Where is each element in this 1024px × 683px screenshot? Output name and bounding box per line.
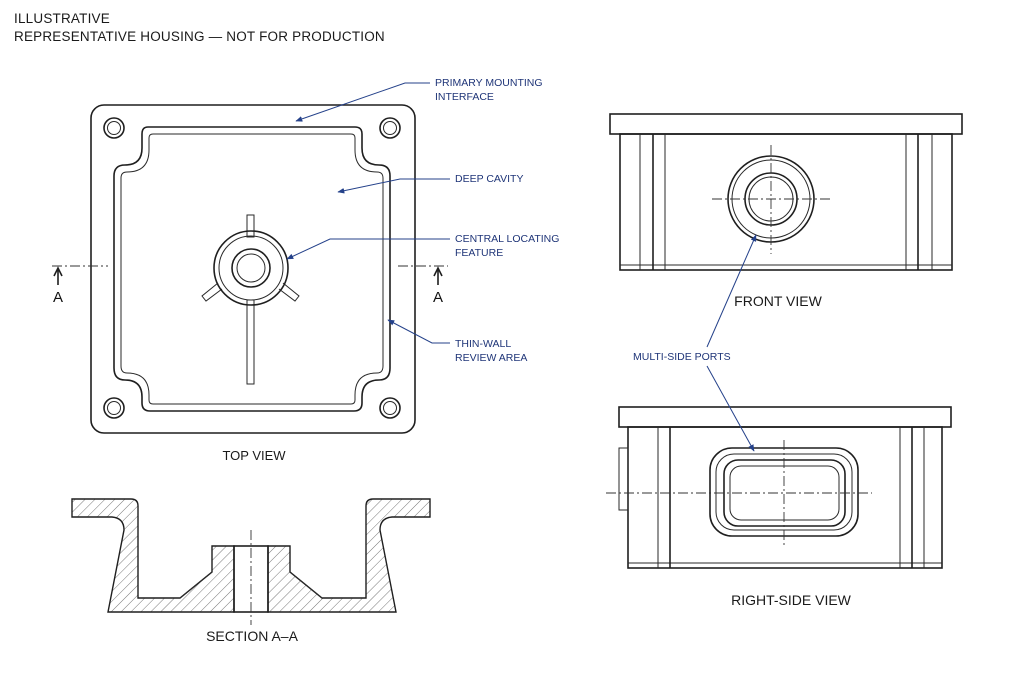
callout-mounting-line-2: INTERFACE (435, 91, 494, 103)
callout-ports: MULTI-SIDE PORTS (633, 351, 731, 363)
leader-thin-wall (387, 319, 450, 344)
section-arrow (53, 266, 63, 285)
top-view: A A TOP VIEW (52, 104, 448, 463)
front-view: FRONT VIEW (609, 113, 963, 309)
front-body (619, 133, 953, 271)
right-side-view: RIGHT-SIDE VIEW (606, 406, 952, 608)
callouts: PRIMARY MOUNTING INTERFACE DEEP CAVITY C… (286, 77, 757, 452)
section-view-label: SECTION A–A (206, 628, 298, 644)
rib (246, 299, 255, 385)
right-side-view-label: RIGHT-SIDE VIEW (731, 592, 852, 608)
leader-mounting (295, 82, 430, 122)
drawing-title-line-1: ILLUSTRATIVE (14, 11, 110, 26)
rib (246, 214, 255, 238)
top-view-cavity-outer (113, 126, 391, 412)
callout-mounting-line-1: PRIMARY MOUNTING (435, 77, 543, 89)
section-arrow (433, 266, 443, 285)
section-marker-left: A (53, 289, 63, 306)
top-view-flange-outline (90, 104, 416, 434)
front-view-label: FRONT VIEW (734, 293, 822, 309)
mounting-hole (379, 397, 401, 419)
mounting-hole (103, 117, 125, 139)
top-view-cavity-inner (120, 133, 384, 405)
side-port-stub (618, 447, 629, 511)
rib (201, 282, 223, 302)
leader-ports-side (706, 365, 755, 452)
side-flange (618, 406, 952, 428)
callout-locating-line-2: FEATURE (455, 247, 503, 259)
section-rib-edge (179, 571, 323, 599)
mounting-hole (379, 117, 401, 139)
top-view-label: TOP VIEW (222, 448, 286, 463)
callout-thinwall-line-2: REVIEW AREA (455, 352, 527, 364)
rib (278, 282, 300, 302)
leader-cavity (337, 178, 450, 194)
section-view: SECTION A–A (71, 498, 431, 644)
section-body-left (71, 498, 235, 613)
leader-ports-front (706, 234, 757, 348)
section-body-right (267, 498, 431, 613)
central-locating-boss (213, 230, 289, 306)
drawing-title-line-2: REPRESENTATIVE HOUSING — NOT FOR PRODUCT… (14, 29, 385, 44)
callout-locating-line-1: CENTRAL LOCATING (455, 233, 559, 245)
section-marker-right: A (433, 289, 443, 306)
front-flange (609, 113, 963, 135)
leader-locating (286, 238, 450, 260)
callout-thinwall-line-1: THIN-WALL (455, 338, 511, 350)
mounting-hole (103, 397, 125, 419)
callout-cavity: DEEP CAVITY (455, 173, 523, 185)
